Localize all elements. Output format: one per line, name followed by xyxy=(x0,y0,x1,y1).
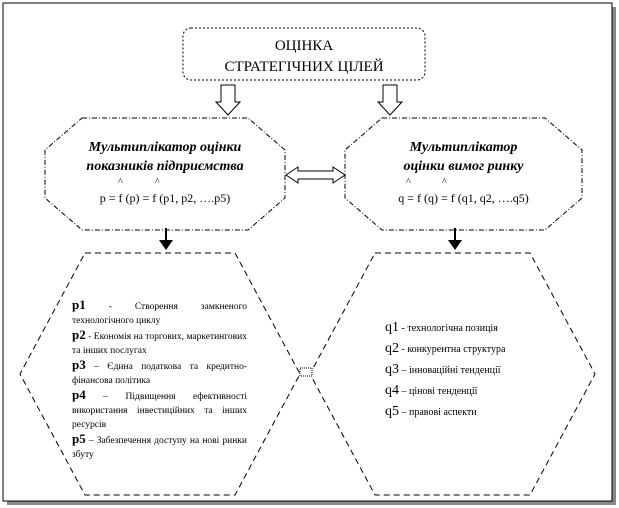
q-item: q3 – інноваційні тенденції xyxy=(385,360,565,381)
q-item: q4 – цінові тенденції xyxy=(385,381,565,402)
q-text: - конкурентна структура xyxy=(399,344,506,355)
p-item: p4 – Підвищення ефективності використанн… xyxy=(72,388,247,432)
arrow-down-black-left-icon xyxy=(159,228,173,250)
title-line1: ОЦІНКА xyxy=(274,38,334,54)
q-key: q2 xyxy=(385,341,399,356)
p-text: - Створення замкненого технологічного ци… xyxy=(72,302,247,326)
q-item: q2 - конкурентна структура xyxy=(385,339,565,360)
p-key: p5 xyxy=(72,431,86,446)
left-multiplier-title: Мультиплікатор оцінки показників підприєм… xyxy=(45,138,285,176)
right-multiplier-title: Мультиплікатор оцінки вимог ринку xyxy=(345,138,582,176)
p-key: p1 xyxy=(72,297,86,312)
q-list: q1 - технологічна позиція q2 - конкурент… xyxy=(385,318,565,423)
p-item: p1 - Створення замкненого технологічного… xyxy=(72,298,247,328)
title-line2: СТРАТЕГІЧНИХ ЦІЛЕЙ xyxy=(224,59,384,75)
left-formula: p = f (p) = f (p1, p2, ….p5) xyxy=(99,191,231,205)
p-item: p2 - Економія на торгових, маркетингових… xyxy=(72,328,247,358)
title-box xyxy=(182,27,426,81)
left-title-line1: Мультиплікатор оцінки xyxy=(88,140,242,155)
q-key: q4 xyxy=(385,383,399,398)
right-title-line2: оцінки вимог ринку xyxy=(403,159,524,174)
q-text: – правові аспекти xyxy=(399,407,477,418)
arrow-down-left-icon xyxy=(214,84,242,116)
left-title-line2: показників підприємства xyxy=(86,159,244,174)
right-formula: q = f (q) = f (q1, q2, ….q5) xyxy=(398,191,529,205)
left-octagon xyxy=(44,117,286,231)
arrow-down-black-right-icon xyxy=(448,228,462,250)
p-text: – Єдина податкова та кредитно-фінансова … xyxy=(72,362,247,386)
arrow-down-right-icon xyxy=(376,84,404,116)
q-item: q5 – правові аспекти xyxy=(385,402,565,423)
left-hexagon xyxy=(19,252,301,496)
q-text: - технологічна позиція xyxy=(399,323,498,334)
p-item: p3 – Єдина податкова та кредитно-фінансо… xyxy=(72,358,247,388)
p-text: - Економія на торгових, маркетингових та… xyxy=(72,332,247,356)
q-text: – цінові тенденції xyxy=(399,386,478,397)
title: ОЦІНКА СТРАТЕГІЧНИХ ЦІЛЕЙ xyxy=(183,36,425,78)
q-key: q3 xyxy=(385,362,399,377)
q-item: q1 - технологічна позиція xyxy=(385,318,565,339)
hat-mark: ^ xyxy=(442,177,447,188)
hat-mark: ^ xyxy=(406,177,411,188)
hat-mark: ^ xyxy=(118,177,123,188)
right-title-line1: Мультиплікатор xyxy=(409,140,518,155)
connector xyxy=(299,367,313,377)
q-key: q1 xyxy=(385,320,399,335)
q-key: q5 xyxy=(385,404,399,419)
p-list: p1 - Створення замкненого технологічного… xyxy=(72,298,247,462)
p-key: p2 xyxy=(72,327,86,342)
p-text: – Підвищення ефективності використання і… xyxy=(72,392,247,430)
p-key: p3 xyxy=(72,357,86,372)
p-text: – Забезпечення доступу на нові ринки збу… xyxy=(72,436,247,460)
hat-mark: ^ xyxy=(155,177,160,188)
right-octagon xyxy=(344,117,583,231)
double-arrow-icon xyxy=(285,166,346,184)
p-key: p4 xyxy=(72,387,86,402)
p-item: p5 – Забезпечення доступу на нові ринки … xyxy=(72,432,247,462)
q-text: – інноваційні тенденції xyxy=(399,365,501,376)
